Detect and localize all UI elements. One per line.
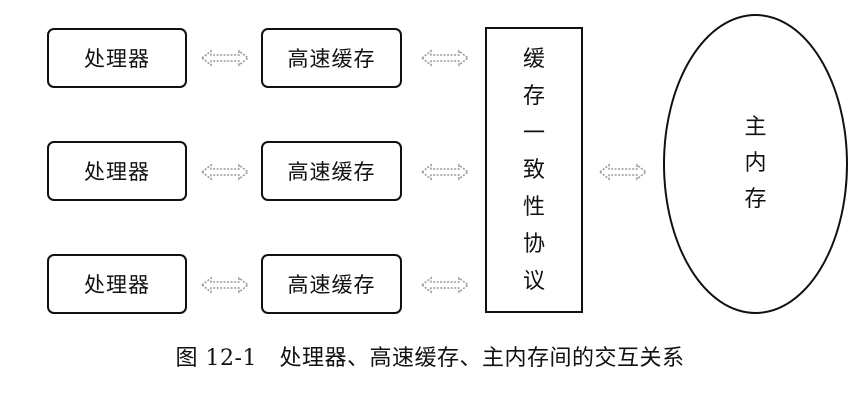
cache-coherence-protocol-box: 缓 存 一 致 性 协 议 (485, 27, 583, 313)
memory-char: 主 (744, 115, 767, 140)
processor-label: 处理器 (84, 160, 150, 184)
protocol-char: 一 (522, 120, 545, 146)
double-arrow-icon (420, 49, 470, 67)
protocol-char: 性 (522, 194, 545, 220)
double-arrow-icon (420, 163, 470, 181)
double-arrow-icon (200, 163, 250, 181)
double-arrow-icon (420, 276, 470, 294)
memory-char: 存 (744, 187, 767, 212)
protocol-char: 议 (522, 268, 545, 294)
double-arrow-icon (200, 49, 250, 67)
cache-box-3: 高速缓存 (261, 254, 402, 314)
cache-label: 高速缓存 (287, 273, 376, 297)
double-arrow-icon (598, 163, 648, 181)
cache-box-2: 高速缓存 (261, 141, 402, 201)
processor-label: 处理器 (84, 47, 150, 71)
double-arrow-icon (200, 276, 250, 294)
figure-caption: 图 12-1 处理器、高速缓存、主内存间的交互关系 (175, 346, 685, 371)
processor-box-1: 处理器 (47, 28, 187, 88)
processor-box-3: 处理器 (47, 254, 187, 314)
protocol-char: 致 (522, 157, 545, 183)
protocol-char: 协 (522, 231, 545, 257)
protocol-char: 存 (522, 83, 545, 109)
cache-label: 高速缓存 (287, 47, 376, 71)
processor-box-2: 处理器 (47, 141, 187, 201)
memory-char: 内 (744, 151, 767, 176)
protocol-char: 缓 (522, 46, 545, 72)
main-memory-ellipse: 主 内 存 (663, 14, 848, 314)
cache-label: 高速缓存 (287, 160, 376, 184)
processor-label: 处理器 (84, 273, 150, 297)
cache-box-1: 高速缓存 (261, 28, 402, 88)
